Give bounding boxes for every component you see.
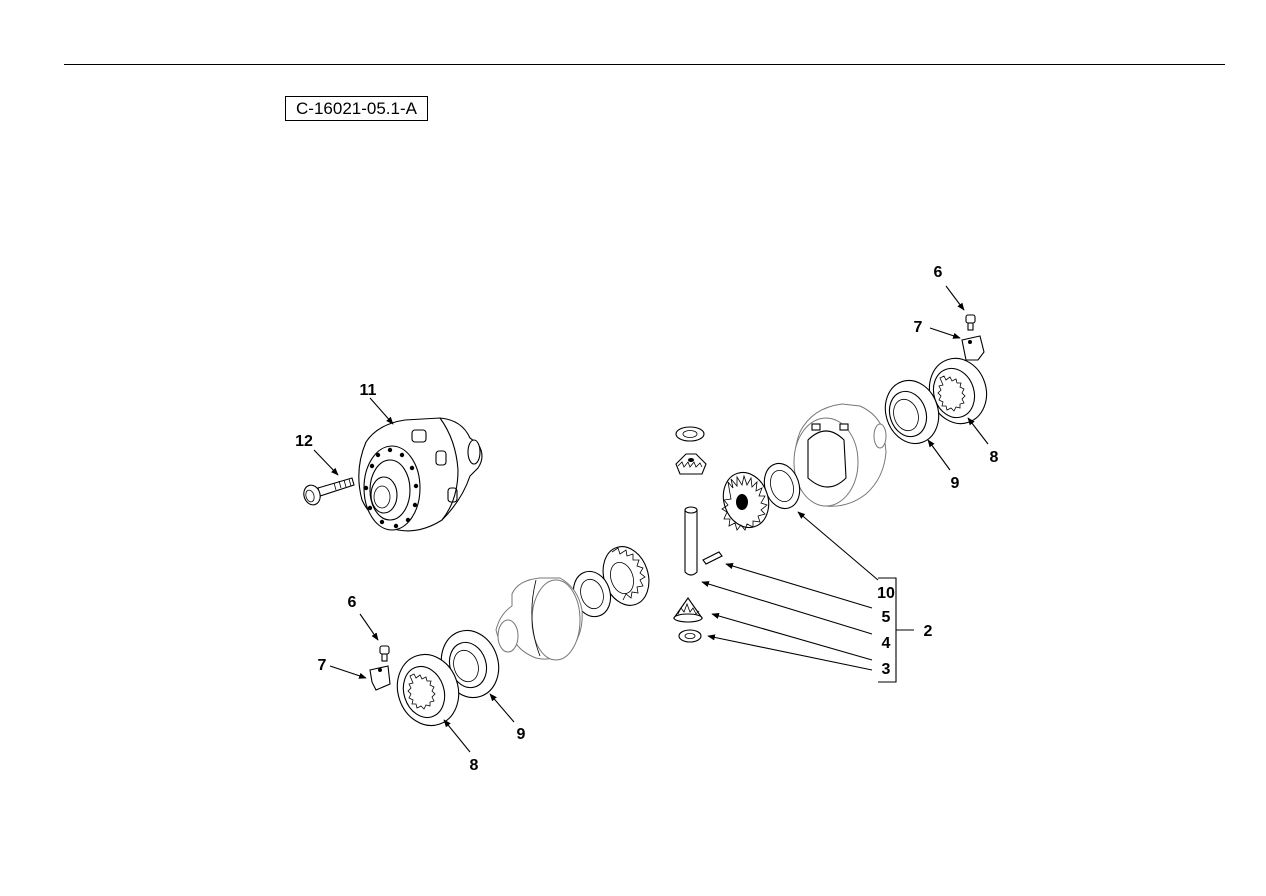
callout-10: 10 bbox=[877, 585, 895, 602]
leader-lines bbox=[313, 285, 989, 753]
pinion-washer-upper bbox=[675, 426, 705, 442]
callout-8-right: 8 bbox=[990, 449, 999, 466]
figure-id-label: C-16021-05.1-A bbox=[285, 96, 428, 121]
part-9-bearing-right bbox=[884, 379, 940, 445]
callout-12: 12 bbox=[295, 433, 313, 450]
part-5-lock-pin bbox=[702, 551, 723, 565]
callout-9-right: 9 bbox=[951, 475, 960, 492]
callout-2: 2 bbox=[924, 623, 933, 640]
callout-8-bottom: 8 bbox=[470, 757, 479, 774]
case-half-right bbox=[793, 403, 887, 507]
part-12-bolt bbox=[303, 477, 355, 506]
callout-4: 4 bbox=[882, 635, 891, 652]
case-half-left bbox=[495, 577, 583, 661]
pinion-gear-lower bbox=[672, 597, 704, 623]
callout-6-top: 6 bbox=[934, 264, 943, 281]
header-rule bbox=[64, 64, 1225, 65]
part-10-thrust-washer-right bbox=[763, 462, 801, 510]
part-7-lock-tab-top bbox=[961, 335, 985, 361]
part-7-lock-tab-bottom bbox=[369, 665, 391, 691]
callout-9-bottom: 9 bbox=[517, 726, 526, 743]
part-6-bolt-top bbox=[965, 314, 976, 331]
part-11-differential-case bbox=[358, 417, 483, 532]
callout-7-top: 7 bbox=[914, 319, 923, 336]
part-8-adjuster-nut-right bbox=[928, 357, 988, 425]
part-4-pinion-shaft bbox=[684, 506, 698, 576]
pinion-gear-upper bbox=[675, 453, 707, 475]
callout-7-bottom: 7 bbox=[318, 657, 327, 674]
callout-6-bottom: 6 bbox=[348, 594, 357, 611]
callout-5: 5 bbox=[882, 609, 891, 626]
callout-3: 3 bbox=[882, 661, 891, 678]
part-8-adjuster-nut-bottom bbox=[396, 653, 460, 727]
callouts: 6 7 11 12 9 8 10 5 4 2 3 6 7 9 8 bbox=[295, 264, 998, 774]
part-3-thrust-washer bbox=[678, 629, 702, 643]
callout-11: 11 bbox=[360, 382, 377, 399]
part-10-side-gear-right bbox=[721, 471, 770, 531]
part-6-bolt-bottom bbox=[379, 645, 390, 662]
